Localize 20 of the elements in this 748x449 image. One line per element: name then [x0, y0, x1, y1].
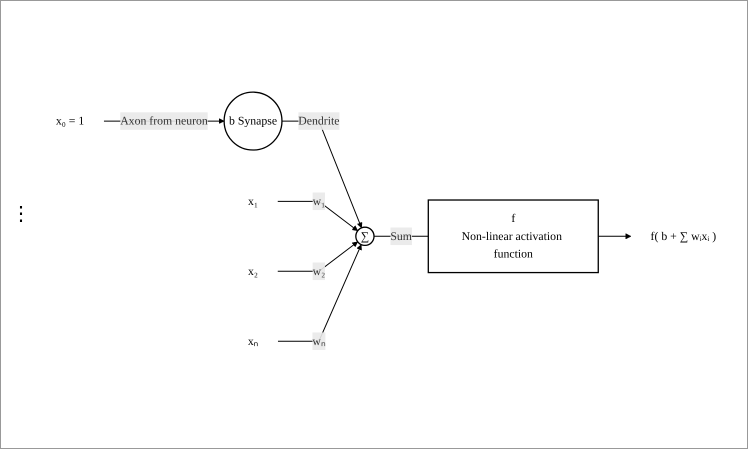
ellipsis-label: ⋮ [11, 202, 31, 226]
node-text: x₁ [248, 194, 258, 208]
arrow [277, 200, 358, 232]
edge-label: w₁ [312, 194, 326, 208]
edge-label: wₙ [312, 334, 326, 348]
edge-label: Sum [390, 229, 412, 243]
node-text: xₙ [248, 334, 258, 348]
edge-label: Axon from neuron [120, 114, 208, 128]
node-circle: b Synapse [223, 92, 283, 151]
arrow [281, 120, 362, 228]
node-text: f( b + ∑ wᵢxᵢ ) [650, 229, 716, 243]
node-circle: ∑ [355, 226, 375, 246]
node-text: x₂ [248, 264, 258, 278]
node-box: f Non-linear activation function [428, 199, 599, 274]
arrow [598, 233, 632, 240]
arrow [277, 244, 362, 342]
node-text: x₀ = 1 [56, 114, 84, 128]
edge-label: Dendrite [298, 114, 340, 128]
edge-label: w₂ [312, 264, 326, 278]
arrow [277, 242, 358, 272]
